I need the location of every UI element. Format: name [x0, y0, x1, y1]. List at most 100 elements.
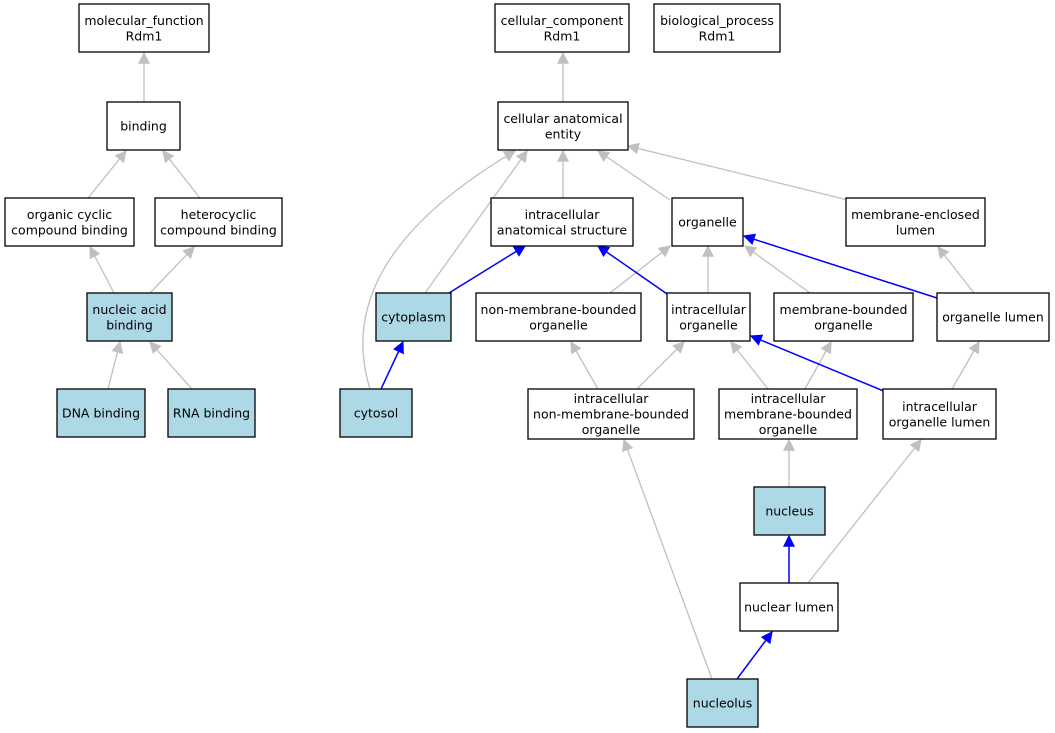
- edge-cytosol-to-cae: [362, 150, 517, 390]
- node-dna-binding[interactable]: DNA binding: [56, 388, 146, 438]
- node-label-line: membrane-bounded: [724, 407, 852, 422]
- node-box: [78, 3, 210, 53]
- node-label-line: heterocyclic: [181, 207, 257, 222]
- edge-dna_binding-to-nucleic_acid: [107, 340, 124, 390]
- node-box: [882, 388, 997, 440]
- node-label-line: organelle: [678, 215, 737, 230]
- node-box: [4, 197, 135, 247]
- node-label-line: cytoplasm: [381, 310, 446, 325]
- node-label-line: nuclear lumen: [744, 600, 834, 615]
- node-label-line: cellular_component: [501, 13, 624, 28]
- node-label-line: organelle lumen: [889, 414, 991, 429]
- edge-cytoplasm-to-cae: [424, 150, 528, 294]
- node-label-line: organelle: [759, 422, 818, 437]
- node-label-line: non-membrane-bounded: [481, 302, 637, 317]
- node-nucleus[interactable]: nucleus: [753, 486, 826, 536]
- edge-iol-to-ol: [951, 340, 980, 390]
- edge-mel-to-cae: [626, 142, 849, 201]
- node-label-line: intracellular: [902, 399, 978, 414]
- edge-nucleic_acid-to-organic_cyclic: [89, 245, 115, 294]
- node-box: [653, 3, 781, 53]
- node-label-line: nucleus: [765, 504, 813, 519]
- edge-io-to-ias: [597, 245, 671, 297]
- node-box: [56, 388, 146, 438]
- node-label-line: Rdm1: [699, 28, 736, 43]
- node-box: [936, 292, 1050, 342]
- edge-nucleolus-to-inmbo: [622, 438, 713, 680]
- edge-rna_binding-to-nucleic_acid: [149, 341, 193, 390]
- node-cytosol[interactable]: cytosol: [339, 388, 413, 438]
- node-box: [497, 101, 629, 151]
- node-cytoplasm[interactable]: cytoplasm: [375, 292, 452, 342]
- node-box: [671, 197, 744, 247]
- node-label-line: nucleolus: [693, 696, 752, 711]
- node-label-line: binding: [120, 119, 167, 134]
- node-label-line: anatomical structure: [497, 222, 627, 237]
- node-box: [527, 388, 695, 440]
- node-label-line: membrane-bounded: [780, 302, 908, 317]
- edge-imbo-to-io: [730, 341, 769, 390]
- node-organelle[interactable]: organelle: [671, 197, 744, 247]
- node-box: [490, 197, 634, 247]
- edges-layer: [87, 51, 980, 680]
- node-label-line: binding: [106, 317, 153, 332]
- node-box: [106, 101, 181, 151]
- edge-ol-to-organelle: [742, 233, 938, 299]
- node-box: [167, 388, 256, 438]
- node-label-line: molecular_function: [84, 13, 203, 28]
- node-label-line: RNA binding: [173, 406, 250, 421]
- edge-cytosol-to-cytoplasm: [380, 340, 404, 390]
- edge-organelle-to-cae: [597, 150, 671, 201]
- node-label-line: compound binding: [160, 222, 277, 237]
- node-box: [375, 292, 452, 342]
- node-label-line: cytosol: [354, 406, 398, 421]
- node-box: [86, 292, 173, 342]
- edge-heterocyclic-to-binding: [162, 150, 201, 199]
- node-label-line: lumen: [896, 222, 935, 237]
- node-label-line: compound binding: [11, 222, 128, 237]
- node-label-line: organelle lumen: [942, 310, 1044, 325]
- node-ol[interactable]: organelle lumen: [936, 292, 1050, 342]
- edge-inmbo-to-io: [636, 341, 685, 390]
- node-label-line: organic cyclic: [27, 207, 112, 222]
- node-inmbo[interactable]: intracellularnon-membrane-boundedorganel…: [527, 388, 695, 440]
- node-label-line: biological_process: [660, 13, 774, 28]
- node-label-line: organelle: [679, 317, 738, 332]
- node-box: [753, 486, 826, 536]
- node-label-line: organelle: [582, 422, 641, 437]
- edge-iol-to-io: [749, 334, 887, 393]
- node-label-line: entity: [545, 126, 582, 141]
- node-rna-binding[interactable]: RNA binding: [167, 388, 256, 438]
- node-nucleolus[interactable]: nucleolus: [686, 678, 759, 728]
- node-label-line: DNA binding: [62, 406, 140, 421]
- node-label-line: Rdm1: [544, 28, 581, 43]
- node-label-line: intracellular: [671, 302, 747, 317]
- node-binding[interactable]: binding: [106, 101, 181, 151]
- node-label-line: intracellular: [751, 391, 827, 406]
- node-nuclear-lumen[interactable]: nuclear lumen: [739, 582, 839, 632]
- node-label-line: organelle: [814, 317, 873, 332]
- node-label-line: non-membrane-bounded: [533, 407, 689, 422]
- node-box: [773, 292, 914, 342]
- node-label-line: cellular anatomical: [503, 111, 622, 126]
- edge-nmbo-to-organelle: [609, 245, 671, 294]
- edge-cytoplasm-to-ias: [448, 245, 527, 294]
- edge-nuclear_lumen-to-iol: [807, 439, 922, 584]
- node-box: [475, 292, 642, 342]
